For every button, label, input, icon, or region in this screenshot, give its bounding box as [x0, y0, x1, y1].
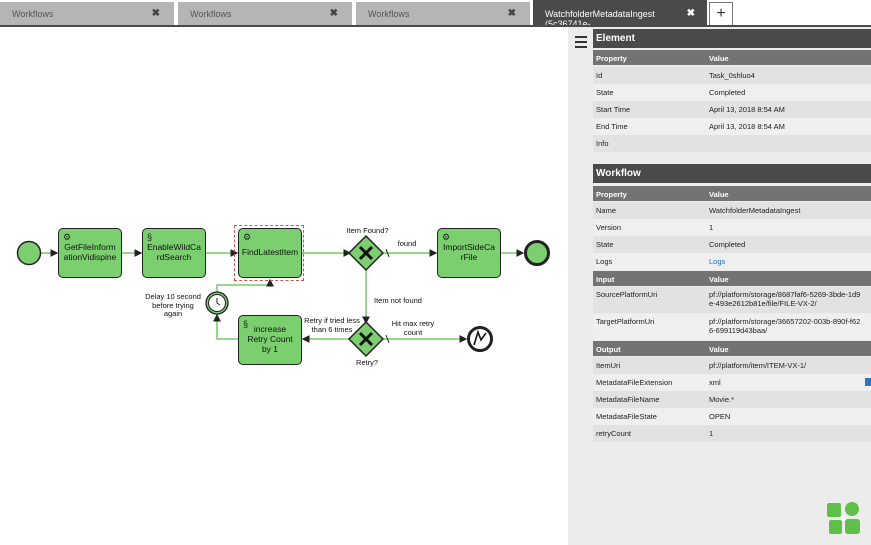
- script-icon: §: [147, 232, 153, 242]
- element-section-title: Element: [593, 29, 871, 48]
- tab-bar-divider: [0, 25, 871, 27]
- edit-icon[interactable]: [865, 378, 871, 386]
- close-icon[interactable]: ✖: [686, 8, 695, 19]
- element-row: Info: [593, 135, 871, 152]
- workflow-diagram[interactable]: ⚙ GetFileInformationVidispine § EnableWi…: [0, 27, 568, 545]
- tab-label: Workflows: [190, 9, 232, 19]
- start-event[interactable]: [16, 240, 42, 266]
- workflow-header-row: Property Value: [593, 186, 871, 201]
- tab-label: WatchfolderMetadataIngest (5c36741e-…: [545, 9, 655, 29]
- task-get-file-information[interactable]: ⚙ GetFileInformationVidispine: [58, 228, 122, 278]
- item-found-gateway[interactable]: [347, 234, 385, 272]
- label-item-found: Item Found?: [346, 226, 389, 235]
- task-find-latest-item[interactable]: ⚙ FindLatestItem: [238, 228, 302, 278]
- tab-workflows-2[interactable]: Workflows ✖: [178, 2, 352, 25]
- close-icon[interactable]: ✖: [507, 8, 516, 19]
- end-event[interactable]: [524, 240, 550, 266]
- workflow-section-title: Workflow: [593, 164, 871, 183]
- app-logo: [827, 502, 860, 534]
- script-icon: §: [243, 319, 249, 329]
- input-header-row: Input Value: [593, 271, 871, 286]
- error-end-event[interactable]: [467, 326, 493, 352]
- tab-label: Workflows: [12, 9, 54, 19]
- task-label: EnableWildCardSearch: [147, 242, 201, 262]
- tab-workflows-1[interactable]: Workflows ✖: [0, 2, 174, 25]
- task-import-sidecar-file[interactable]: ⚙ ImportSideCarFile: [437, 228, 501, 278]
- retry-gateway[interactable]: [347, 320, 385, 358]
- add-tab-button[interactable]: +: [709, 2, 733, 26]
- task-enable-wildcard-search[interactable]: § EnableWildCardSearch: [142, 228, 206, 278]
- hamburger-menu-icon[interactable]: [575, 36, 587, 48]
- panel-toolbar: [568, 27, 592, 545]
- label-found: found: [397, 239, 417, 248]
- tab-workflows-3[interactable]: Workflows ✖: [356, 2, 530, 25]
- label-delay: Delay 10 second before trying again: [145, 292, 201, 319]
- task-label: increase Retry Count by 1: [247, 324, 293, 354]
- element-header-row: Property Value: [593, 50, 871, 65]
- tab-watchfolder-metadata-ingest[interactable]: WatchfolderMetadataIngest (5c36741e-… ✖: [533, 0, 707, 29]
- close-icon[interactable]: ✖: [151, 8, 160, 19]
- diagram-connectors: [16, 234, 550, 358]
- task-label: ImportSideCarFile: [443, 242, 495, 262]
- timer-event[interactable]: [205, 291, 229, 315]
- selection-outline: [234, 225, 304, 281]
- task-increase-retry-count[interactable]: § increase Retry Count by 1: [238, 315, 302, 365]
- task-label: GetFileInformationVidispine: [63, 242, 117, 262]
- logs-link[interactable]: Logs: [709, 257, 726, 266]
- label-item-not-found: Item not found: [374, 296, 422, 305]
- output-header-row: Output Value: [593, 341, 871, 356]
- label-retry-if: Retry if tried less than 6 times: [304, 316, 360, 334]
- gear-icon: ⚙: [243, 232, 252, 242]
- tab-label: Workflows: [368, 9, 410, 19]
- label-hit-max-retry: Hit max retry count: [391, 319, 435, 337]
- gear-icon: ⚙: [442, 232, 451, 242]
- tab-bar: Workflows ✖ Workflows ✖ Workflows ✖ Watc…: [0, 0, 871, 29]
- task-label: FindLatestItem: [241, 247, 299, 258]
- close-icon[interactable]: ✖: [329, 8, 338, 19]
- gear-icon: ⚙: [63, 232, 72, 242]
- label-retry: Retry?: [355, 358, 379, 367]
